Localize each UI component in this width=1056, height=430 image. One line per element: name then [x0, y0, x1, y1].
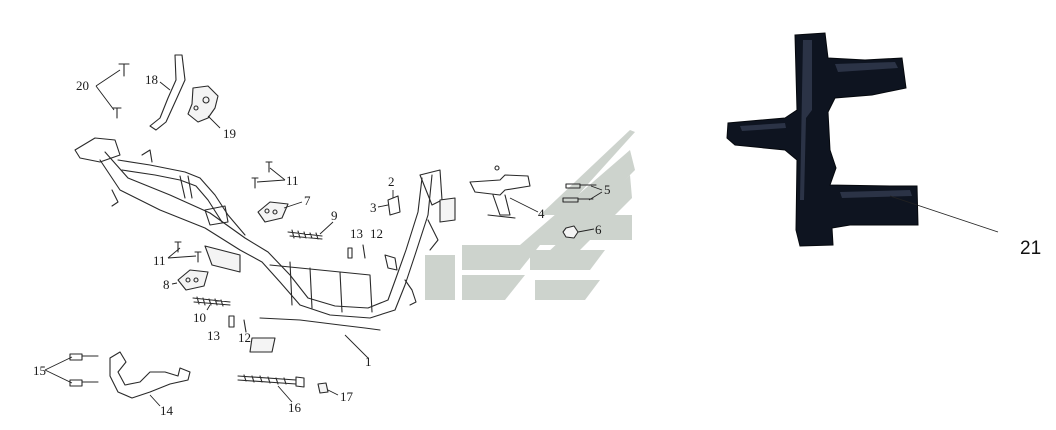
callout-1: 1	[365, 354, 372, 369]
screws-20	[95, 63, 130, 119]
callout-11-lower: 11	[153, 253, 166, 268]
pins-12-13	[228, 244, 366, 333]
bolt-pair-5	[562, 183, 603, 203]
callout-11-upper: 11	[286, 173, 299, 188]
callout-4: 4	[538, 206, 545, 221]
callout-5: 5	[604, 182, 611, 197]
callout-13-upper: 13	[350, 226, 363, 241]
callout-21: 21	[1020, 238, 1041, 259]
callout-labels: 1 2 3 4 5 6 7 8 9 10 11 11 12 12 13 13 1…	[33, 72, 1041, 418]
spring-10	[192, 296, 231, 311]
callout-12-lower: 12	[238, 330, 251, 345]
callout-16: 16	[288, 400, 302, 415]
steering-bracket-photo	[726, 32, 999, 247]
bracket-19	[187, 85, 221, 129]
callout-10: 10	[193, 310, 206, 325]
mount-plate	[469, 165, 539, 219]
nut-6	[562, 225, 595, 239]
bolt-pair-15	[44, 353, 99, 387]
callout-6: 6	[595, 222, 602, 237]
callout-2: 2	[388, 174, 395, 189]
callout-8: 8	[163, 277, 170, 292]
floor-pad-8	[171, 269, 209, 291]
stand-bracket-14	[109, 351, 191, 407]
callout-18: 18	[145, 72, 158, 87]
callout-17: 17	[340, 389, 354, 404]
main-frame	[74, 137, 456, 359]
callout-20: 20	[76, 78, 89, 93]
nut-17	[317, 382, 339, 396]
callout-9: 9	[331, 208, 338, 223]
small-bracket	[377, 190, 401, 216]
callout-14: 14	[160, 403, 174, 418]
callout-3: 3	[370, 200, 377, 215]
callout-13-lower: 13	[207, 328, 220, 343]
spring-9	[287, 221, 334, 240]
callout-19: 19	[223, 126, 236, 141]
screws-11	[167, 161, 286, 263]
callout-7: 7	[304, 193, 311, 208]
callout-15: 15	[33, 363, 46, 378]
long-bolt-16	[237, 374, 305, 403]
strap-18	[149, 54, 186, 131]
chevron-logo-watermark	[425, 130, 635, 300]
callout-12-upper: 12	[370, 226, 383, 241]
floor-pad-7	[257, 201, 303, 223]
